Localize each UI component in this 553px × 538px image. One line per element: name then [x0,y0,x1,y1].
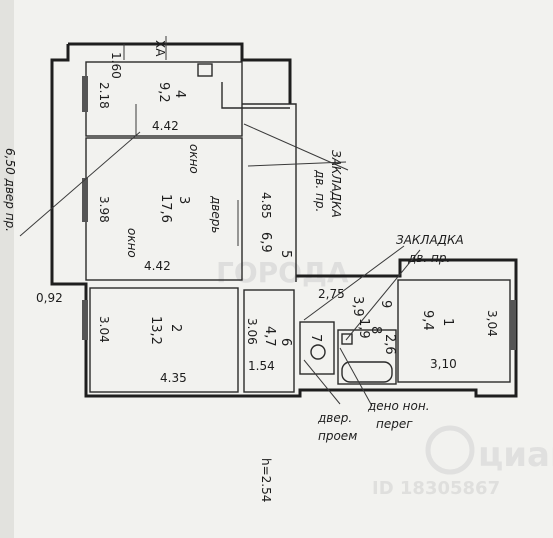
outer-wall-top [68,42,292,104]
room-1-number: 1 [440,318,455,326]
walls [50,42,518,398]
room-3-number: 3 [176,196,191,204]
room-8-number: 8 [368,326,383,334]
zakladka-1: ЗАКЛАДКА [329,150,343,218]
top-marks: XA [153,40,167,57]
room-6-outline [243,289,295,393]
zakladka-1-sub: дв. пр. [313,169,327,212]
ceiling-height: h=2.54 [259,458,273,502]
room-8-outline [337,329,397,385]
paper-edge-shadow [0,0,14,538]
zakladka-2-sub: дв. пр. [407,251,450,265]
fixture-room-4 [197,63,213,77]
room-1-width: 3,10 [430,357,457,371]
room-5-length: 4.85 [259,192,273,219]
room-9-number: 9 [378,300,393,308]
room-2-area: 13,2 [148,316,163,345]
room-5-outline [242,103,297,282]
leader-zakladka-2b [345,249,421,341]
room-9-area: 3,9 [350,296,365,317]
room-4-depth: 2.18 [97,82,111,109]
room-7-area: 1,9 [356,318,371,339]
dim-left-offset: 0,92 [36,291,63,305]
room-2-number: 2 [168,324,183,332]
door-label: дверь [209,195,223,233]
bathtub-icon [341,361,393,383]
outer-wall-main [50,44,518,398]
room-2-outline [89,287,239,393]
watermark: ГОРОДА циан ID 18305867 [216,256,553,499]
room-6-area: 4,7 [262,326,277,347]
door-note-1b: проем [318,429,357,443]
door-note-1: двер. [317,411,352,425]
room-4-width: 4.42 [152,119,179,133]
room-4-number: 4 [172,90,187,98]
annotation-lines [19,36,421,407]
watermark-logo-icon [425,425,475,475]
watermark-id: ID 18305867 [372,478,500,499]
leader-zakladka-1b [247,161,347,167]
room-1-area: 9,4 [420,310,435,331]
zakladka-2: ЗАКЛАДКА [396,233,464,247]
window-room-2 [82,300,88,340]
room-1-depth: 3,04 [485,310,499,337]
room-2-depth: 3.04 [97,316,111,343]
room-8-area: 2,6 [382,334,397,355]
leader-door-1 [303,359,341,405]
leader-zakladka-2a [303,245,405,321]
room-6-width: 1.54 [248,359,275,373]
room-6-length: 3.06 [245,318,259,345]
door-note-2: дено нон. [367,399,430,413]
room-3-window-note: окно [187,144,201,174]
sink-icon [341,333,353,345]
dim-top-small: 1.60 [109,52,123,79]
room-4-area: 9,2 [156,82,171,103]
room-3-depth: 3.98 [97,196,111,223]
room-5-area: 6,9 [258,232,273,253]
room-3-area: 17,6 [158,194,173,223]
room-2-width: 4.35 [160,371,187,385]
room-6-number: 6 [278,338,293,346]
room-5-number: 5 [278,250,293,258]
left-note: 6,50 двер пр. [3,148,17,232]
leader-left-note [19,131,141,237]
room-3-width: 4.42 [144,259,171,273]
dim-corridor-width: 2,75 [318,287,345,301]
leader-door-2 [339,347,373,407]
room-7-number: 7 [308,334,323,342]
door-note-2b: перег [376,417,413,431]
watermark-text-1: ГОРОДА [216,256,349,289]
vent-shaft [221,82,290,109]
window-room-4 [82,76,88,112]
toilet-icon [310,344,326,360]
window-room-1 [510,300,516,350]
window-room-3 [82,178,88,222]
room-3-window-note-2: окно [125,228,139,258]
top-dimension-ticks [123,36,167,60]
watermark-text-2: циан [478,435,553,475]
room-7-outline [299,321,335,375]
